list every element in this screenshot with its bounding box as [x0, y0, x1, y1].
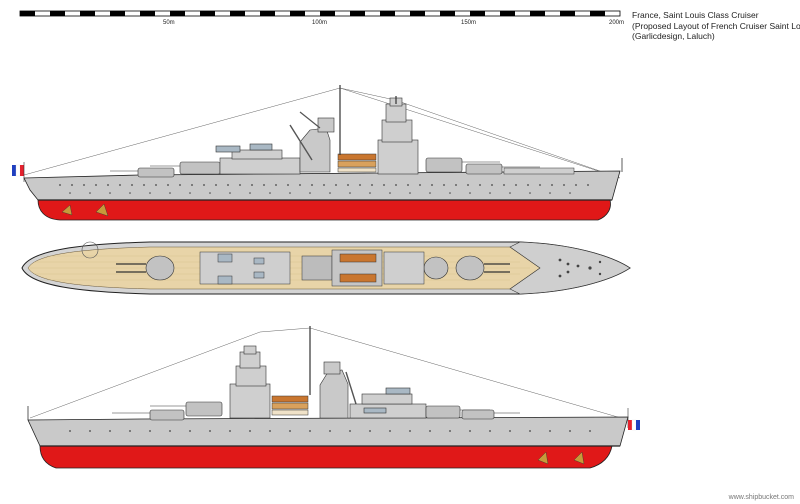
caption-credits: (Garlicdesign, Laluch): [632, 31, 715, 41]
boats-midship: [337, 153, 377, 173]
plan-bow-fittings: [558, 258, 602, 278]
portholes-upper: [59, 184, 589, 186]
scale-label-100m: 100m: [312, 20, 327, 26]
hull-red-lower-port: [39, 445, 613, 469]
french-flag-icon-port: [627, 408, 640, 431]
drawing-caption: France, Saint Louis Class Cruiser (Propo…: [632, 10, 800, 42]
plan-forecastle: [509, 241, 631, 295]
starboard-profile: [12, 85, 623, 221]
plan-superstructure: [199, 249, 425, 287]
rigging: [23, 87, 621, 179]
french-flag-icon: [12, 162, 25, 182]
main-tower: [377, 97, 419, 175]
portholes-lower: [69, 192, 571, 194]
hull-grey-port: [27, 416, 629, 447]
scale-bar: 50m 100m 150m 200m: [19, 10, 624, 26]
hull-grey: [23, 170, 621, 201]
hull-red-lower: [37, 199, 611, 221]
caption-subtitle: (Proposed Layout of French Cruiser Saint…: [632, 20, 800, 31]
forward-deckhouse: [503, 167, 575, 175]
aft-turrets-port: [425, 405, 520, 420]
aft-tower: [289, 111, 335, 173]
portholes-port: [69, 430, 591, 432]
forward-turrets: [425, 157, 540, 175]
aft-tower-port: [319, 361, 357, 419]
boats-port: [271, 395, 309, 416]
scale-label-50m: 50m: [163, 20, 175, 26]
propeller-port: [537, 451, 585, 465]
caption-title: France, Saint Louis Class Cruiser: [632, 10, 759, 20]
port-profile: [27, 326, 640, 469]
plan-aircraft-catapult: [81, 241, 99, 259]
watermark: www.shipbucket.com: [728, 494, 794, 501]
plan-view: [21, 241, 631, 295]
aft-superstructure: [215, 143, 301, 175]
plan-turrets: [116, 255, 510, 281]
scale-label-200m: 200m: [609, 20, 624, 26]
forward-turrets-port: [112, 401, 223, 421]
propeller-starboard: [61, 203, 109, 217]
aft-superstructure-port: [349, 387, 427, 419]
main-tower-port: [229, 345, 271, 419]
scale-bar-segments: [20, 11, 605, 16]
scale-label-150m: 150m: [461, 20, 476, 26]
rigging-port: [29, 327, 629, 421]
